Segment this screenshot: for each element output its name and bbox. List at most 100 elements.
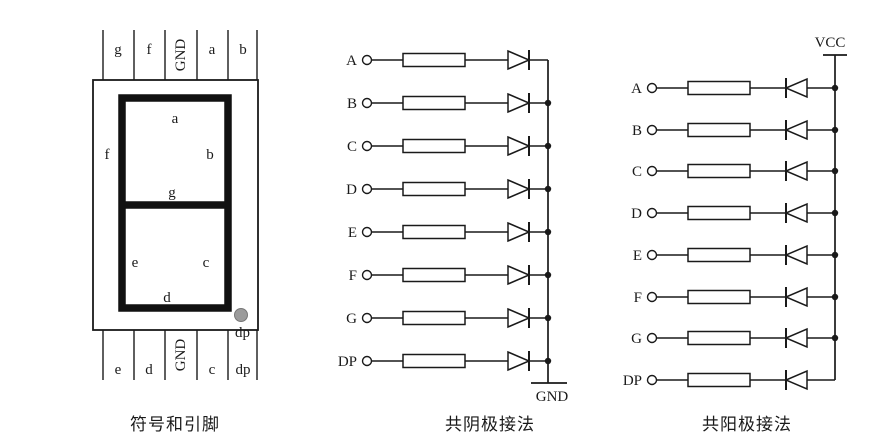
input-label: A (631, 81, 642, 97)
led-diode (507, 264, 531, 286)
input-label: C (632, 164, 642, 180)
led-diode (784, 286, 808, 308)
cathode-row-g: G (346, 307, 548, 329)
junction-dot (544, 142, 552, 150)
caption-common-anode: 共阳极接法 (702, 415, 792, 434)
input-terminal (646, 207, 658, 219)
led-diode (784, 160, 808, 182)
junction-dot (831, 251, 839, 259)
cathode-row-a: A (346, 49, 548, 71)
junction-dot (544, 314, 552, 322)
junction-dot (831, 167, 839, 175)
common-anode-circuit: VCC A B C (623, 35, 847, 391)
led-diode (784, 244, 808, 266)
anode-row-dp: DP (623, 369, 835, 391)
input-terminal (646, 124, 658, 136)
anode-row-c: C (632, 160, 835, 182)
input-terminal (361, 97, 373, 109)
segment-label-e: e (132, 255, 139, 271)
resistor (687, 247, 751, 263)
segment-label-c: c (203, 255, 210, 271)
input-terminal (361, 226, 373, 238)
led-diode (507, 92, 531, 114)
resistor (402, 267, 466, 283)
segment-label-d: d (163, 290, 171, 306)
input-terminal (361, 269, 373, 281)
segment-label-f: f (105, 147, 110, 163)
junction-dot (831, 209, 839, 217)
pin-label-top-f: f (147, 42, 152, 58)
input-label: E (348, 225, 357, 241)
common-cathode-circuit: A B C (338, 49, 569, 405)
cathode-row-e: E (348, 221, 548, 243)
pin-label-bot-c: c (209, 362, 216, 378)
input-label: F (349, 268, 357, 284)
led-diode (507, 135, 531, 157)
led-diode (784, 119, 808, 141)
pinout-diagram: g f GND a b a f b g e c d dp e d GND c d… (92, 30, 259, 380)
resistor (402, 224, 466, 240)
input-terminal (646, 249, 658, 261)
led-diode (507, 307, 531, 329)
input-label: A (346, 53, 357, 69)
resistor (402, 310, 466, 326)
resistor (687, 372, 751, 388)
input-label: D (346, 182, 357, 198)
resistor (687, 205, 751, 221)
junction-dot (544, 99, 552, 107)
gnd-label: GND (536, 389, 569, 405)
pin-label-bot-dp: dp (236, 362, 251, 378)
pin-label-top-gnd: GND (173, 39, 189, 72)
resistor (402, 95, 466, 111)
dp-dot (234, 308, 248, 322)
input-label: C (347, 139, 357, 155)
led-diode (507, 221, 531, 243)
pin-label-bot-e: e (115, 362, 122, 378)
junction-dot (544, 271, 552, 279)
input-label: B (347, 96, 357, 112)
anode-row-d: D (631, 202, 835, 224)
anode-row-e: E (633, 244, 835, 266)
input-terminal (361, 183, 373, 195)
input-label: F (634, 290, 642, 306)
input-terminal (361, 140, 373, 152)
cathode-row-b: B (347, 92, 548, 114)
cathode-row-d: D (346, 178, 548, 200)
led-diode (784, 202, 808, 224)
input-terminal (646, 291, 658, 303)
input-label: D (631, 206, 642, 222)
input-label: G (346, 311, 357, 327)
resistor (687, 289, 751, 305)
pin-label-bot-d: d (145, 362, 153, 378)
anode-row-b: B (632, 119, 835, 141)
input-label: E (633, 248, 642, 264)
resistor (687, 163, 751, 179)
segment-label-a: a (172, 111, 179, 127)
pin-label-top-g: g (114, 42, 122, 58)
junction-dot (544, 185, 552, 193)
led-diode (507, 178, 531, 200)
resistor (687, 330, 751, 346)
pin-label-top-a: a (209, 42, 216, 58)
cathode-row-c: C (347, 135, 548, 157)
led-diode (507, 350, 531, 372)
vcc-label: VCC (815, 35, 846, 51)
input-terminal (646, 332, 658, 344)
input-terminal (361, 312, 373, 324)
junction-dot (831, 334, 839, 342)
input-terminal (646, 82, 658, 94)
junction-dot (831, 126, 839, 134)
led-diode (507, 49, 531, 71)
pin-label-bot-gnd: GND (173, 339, 189, 372)
input-label: DP (623, 373, 642, 389)
led-diode (784, 369, 808, 391)
cathode-row-f: F (349, 264, 548, 286)
led-diode (784, 77, 808, 99)
segment-label-b: b (206, 147, 214, 163)
resistor (402, 52, 466, 68)
junction-dot (831, 293, 839, 301)
anode-row-a: A (631, 77, 835, 99)
input-label: B (632, 123, 642, 139)
input-terminal (646, 374, 658, 386)
